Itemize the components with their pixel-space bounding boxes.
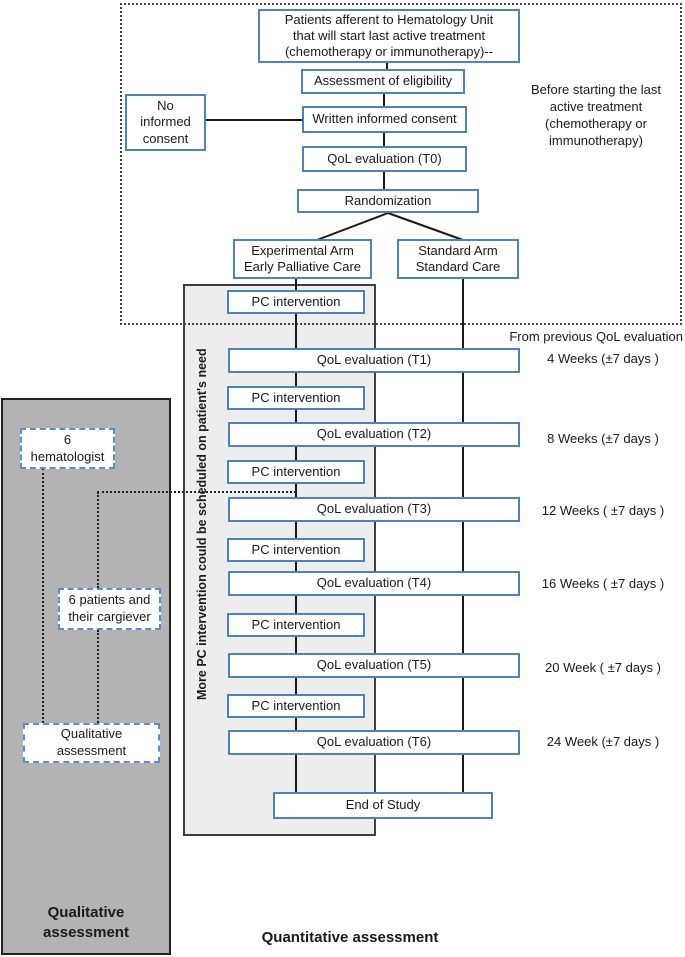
qol-t2-box: QoL evaluation (T2) [228, 422, 520, 447]
dotted-caregiver-up [97, 492, 99, 588]
dotted-link-to-flow [97, 491, 296, 493]
pc-intervention-box-3: PC intervention [227, 460, 365, 484]
connector-patients-eligibility [386, 62, 388, 71]
dotted-caregiver-down [97, 630, 99, 723]
pc-intervention-box-1: PC intervention [227, 290, 365, 314]
pc-intervention-box-2: PC intervention [227, 386, 365, 410]
qualitative-panel [1, 398, 171, 955]
pc-intervention-box-4: PC intervention [227, 538, 365, 562]
randomization-box: Randomization [297, 189, 479, 213]
timing-t4: 16 Weeks ( ±7 days ) [541, 576, 665, 591]
quantitative-label: Quantitative assessment [261, 929, 439, 946]
caregiver-box: 6 patients and their cargiever [58, 588, 161, 630]
timing-t3: 12 Weeks ( ±7 days ) [541, 503, 665, 518]
timing-t5: 20 Week ( ±7 days ) [545, 660, 661, 675]
connector-eligibility-consent [383, 93, 385, 108]
patients-box: Patients afferent to Hematology Unit tha… [258, 9, 520, 63]
connector-noconsent [206, 119, 303, 121]
no-consent-box: No informed consent [125, 94, 206, 151]
end-of-study-box: End of Study [273, 792, 493, 819]
connector-t0-randomization [383, 171, 385, 191]
experimental-arm-line [295, 279, 297, 793]
standard-arm-box: Standard Arm Standard Care [397, 239, 519, 279]
qol-t6-box: QoL evaluation (T6) [228, 730, 520, 755]
hematologist-box: 6 hematologist [20, 428, 115, 469]
pc-intervention-box-6: PC intervention [227, 694, 365, 718]
qol-t3-box: QoL evaluation (T3) [228, 497, 520, 522]
before-treatment-note: Before starting the last active treatmen… [530, 82, 662, 148]
vertical-note: More PC intervention could be scheduled … [195, 348, 209, 700]
qol-t5-box: QoL evaluation (T5) [228, 653, 520, 678]
pc-intervention-box-5: PC intervention [227, 613, 365, 637]
qol-t0-box: QoL evaluation (T0) [302, 146, 467, 172]
experimental-arm-box: Experimental Arm Early Palliative Care [233, 239, 372, 279]
qualitative-assessment-box: Qualitative assessment [23, 723, 160, 763]
qol-t4-box: QoL evaluation (T4) [228, 571, 520, 596]
qualitative-panel-label: Qualitative assessment [43, 904, 129, 942]
timing-t6: 24 Week (±7 days ) [546, 734, 660, 749]
timing-t1: 4 Weeks (±7 days ) [547, 351, 659, 366]
written-consent-box: Written informed consent [302, 106, 467, 133]
connector-consent-t0 [383, 132, 385, 148]
eligibility-box: Assessment of eligibility [301, 69, 465, 94]
timing-header: From previous QoL evaluation [509, 329, 683, 344]
randomization-split-lines [316, 212, 464, 241]
standard-arm-line [462, 279, 464, 793]
dotted-hematologist-down [42, 468, 44, 723]
enrollment-dotted-container [120, 3, 682, 325]
qol-t1-box: QoL evaluation (T1) [228, 348, 520, 373]
timing-t2: 8 Weeks (±7 days ) [547, 431, 659, 446]
